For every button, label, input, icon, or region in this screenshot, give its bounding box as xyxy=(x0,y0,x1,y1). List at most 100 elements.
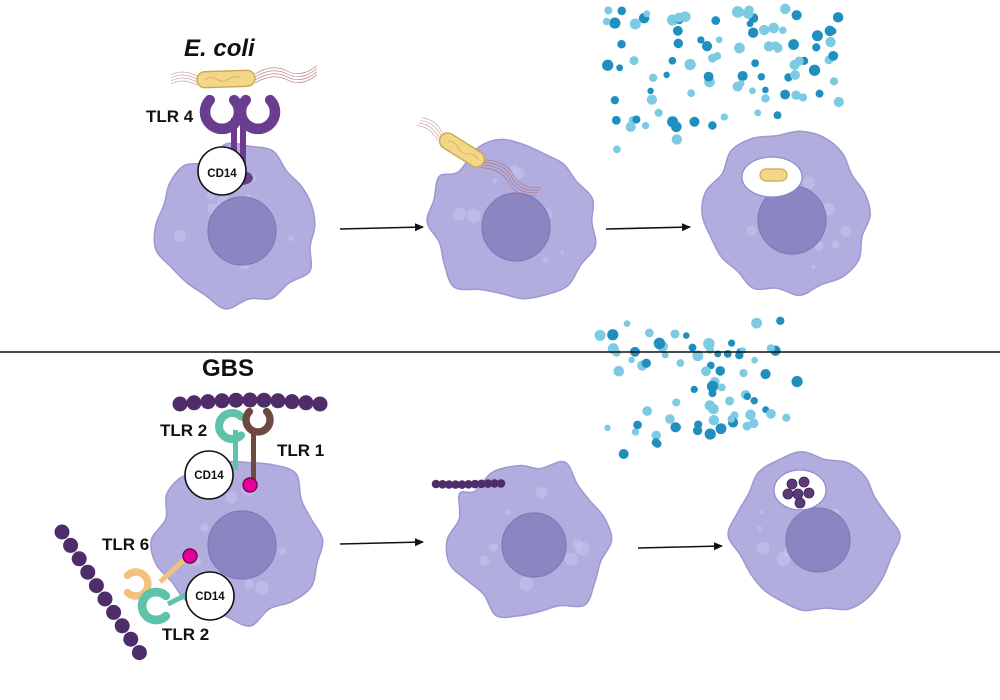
receptor-domain xyxy=(199,94,245,135)
cytokine xyxy=(602,59,614,71)
bacterium-dna xyxy=(447,140,479,161)
engulfed-gbs-cluster xyxy=(782,476,815,509)
cytokine xyxy=(824,25,836,37)
tlr2-tlr1-heterodimer xyxy=(215,407,274,482)
gbs-coccus xyxy=(792,488,804,500)
flagellum xyxy=(254,65,317,75)
nucleus xyxy=(501,512,567,578)
cytokine xyxy=(727,415,735,423)
gbs-chain-diagonal xyxy=(54,524,147,661)
cytokine xyxy=(617,6,627,16)
cytokine xyxy=(633,420,642,430)
cytokine xyxy=(629,56,639,66)
engulfed-ecoli xyxy=(759,168,788,182)
cytokine xyxy=(812,43,821,52)
streptococcus-bead xyxy=(431,479,441,489)
gbs-chain-approaching xyxy=(431,479,506,489)
cd14-receptor-ecoli xyxy=(197,146,247,196)
arrow-ecoli-step-2 xyxy=(605,223,691,232)
cytokine xyxy=(743,392,752,401)
cytoplasm-granule xyxy=(831,240,840,249)
cytokine xyxy=(607,329,619,341)
nucleus xyxy=(207,196,277,266)
cytoplasm-granule xyxy=(746,225,758,236)
tlr6-stalk xyxy=(158,556,188,584)
cytokine xyxy=(647,87,654,95)
cytokine xyxy=(609,17,621,29)
flagellum xyxy=(420,120,442,137)
streptococcus-bead xyxy=(97,591,113,607)
cytokine xyxy=(708,121,717,130)
receptor-domain xyxy=(123,568,152,600)
cytokine xyxy=(776,316,785,325)
tlr4-label: TLR 4 xyxy=(146,107,194,126)
nucleus xyxy=(481,192,551,262)
cytokine xyxy=(766,408,776,419)
macrophage-gbs-2 xyxy=(445,460,613,619)
gbs-title: GBS xyxy=(202,355,254,382)
streptococcus-bead xyxy=(88,578,104,594)
cytoplasm-granule xyxy=(542,257,549,264)
streptococcus-bead xyxy=(298,395,314,411)
cytokine xyxy=(794,56,804,66)
cytokine-cloud-bottom xyxy=(594,316,803,459)
ecoli-bound xyxy=(170,65,318,89)
cytokine xyxy=(703,71,714,82)
cytoplasm-granule xyxy=(840,225,852,237)
tlr1-label: TLR 1 xyxy=(277,441,324,460)
streptococcus-bead xyxy=(80,564,96,580)
cytoplasm-granule xyxy=(560,250,565,255)
cytokine xyxy=(747,27,759,38)
cytokine xyxy=(708,414,720,426)
streptococcus-bead xyxy=(490,479,499,488)
tlr2-label-bottom: TLR 2 xyxy=(162,625,209,644)
cytoplasm-granule xyxy=(758,509,764,515)
nucleus xyxy=(785,507,851,573)
flagellum xyxy=(417,125,439,142)
cytokine xyxy=(734,42,745,54)
cytokine xyxy=(815,89,824,98)
flagellum xyxy=(421,117,444,134)
cytoplasm-granule xyxy=(505,509,512,516)
cytokine xyxy=(676,359,685,367)
streptococcus-bead xyxy=(186,395,202,411)
cytoplasm-granule xyxy=(811,264,816,270)
cytokine xyxy=(690,385,698,394)
bacterium-dna xyxy=(204,76,242,82)
cytokine xyxy=(832,12,844,23)
cytokine xyxy=(623,320,631,327)
cytokine xyxy=(667,116,679,128)
cytokine xyxy=(761,94,770,103)
streptococcus-bead xyxy=(438,479,447,489)
cytoplasm-granule xyxy=(757,525,763,531)
streptococcus-bead xyxy=(312,396,328,412)
cytoplasm-granule xyxy=(575,541,590,556)
cytokine xyxy=(790,70,801,80)
cytokine xyxy=(629,18,641,30)
cytokine xyxy=(746,20,754,28)
cytokine xyxy=(613,145,621,154)
cytokine xyxy=(643,10,651,18)
flagellum xyxy=(418,122,441,139)
cytokine xyxy=(791,375,803,388)
streptococcus-bead xyxy=(214,393,230,409)
cytokine xyxy=(829,77,839,86)
cytokine xyxy=(720,113,728,121)
cd14-label-gbs-bottom: CD14 xyxy=(195,591,225,603)
flagellum xyxy=(483,162,540,191)
streptococcus-bead xyxy=(200,394,216,410)
cytokine xyxy=(651,430,662,441)
streptococcus-bead xyxy=(71,551,87,567)
cytokine xyxy=(687,89,696,98)
cytokine xyxy=(825,36,836,48)
gbs-coccus xyxy=(803,487,815,499)
cytokine xyxy=(711,16,721,25)
cytokine xyxy=(642,406,653,416)
flagellum xyxy=(170,71,198,77)
cytokine xyxy=(715,36,723,44)
arrow-gbs-step-2 xyxy=(637,542,723,551)
cytokine xyxy=(704,428,716,440)
macrophage-ecoli-2 xyxy=(426,138,597,300)
cytokine xyxy=(766,344,776,353)
